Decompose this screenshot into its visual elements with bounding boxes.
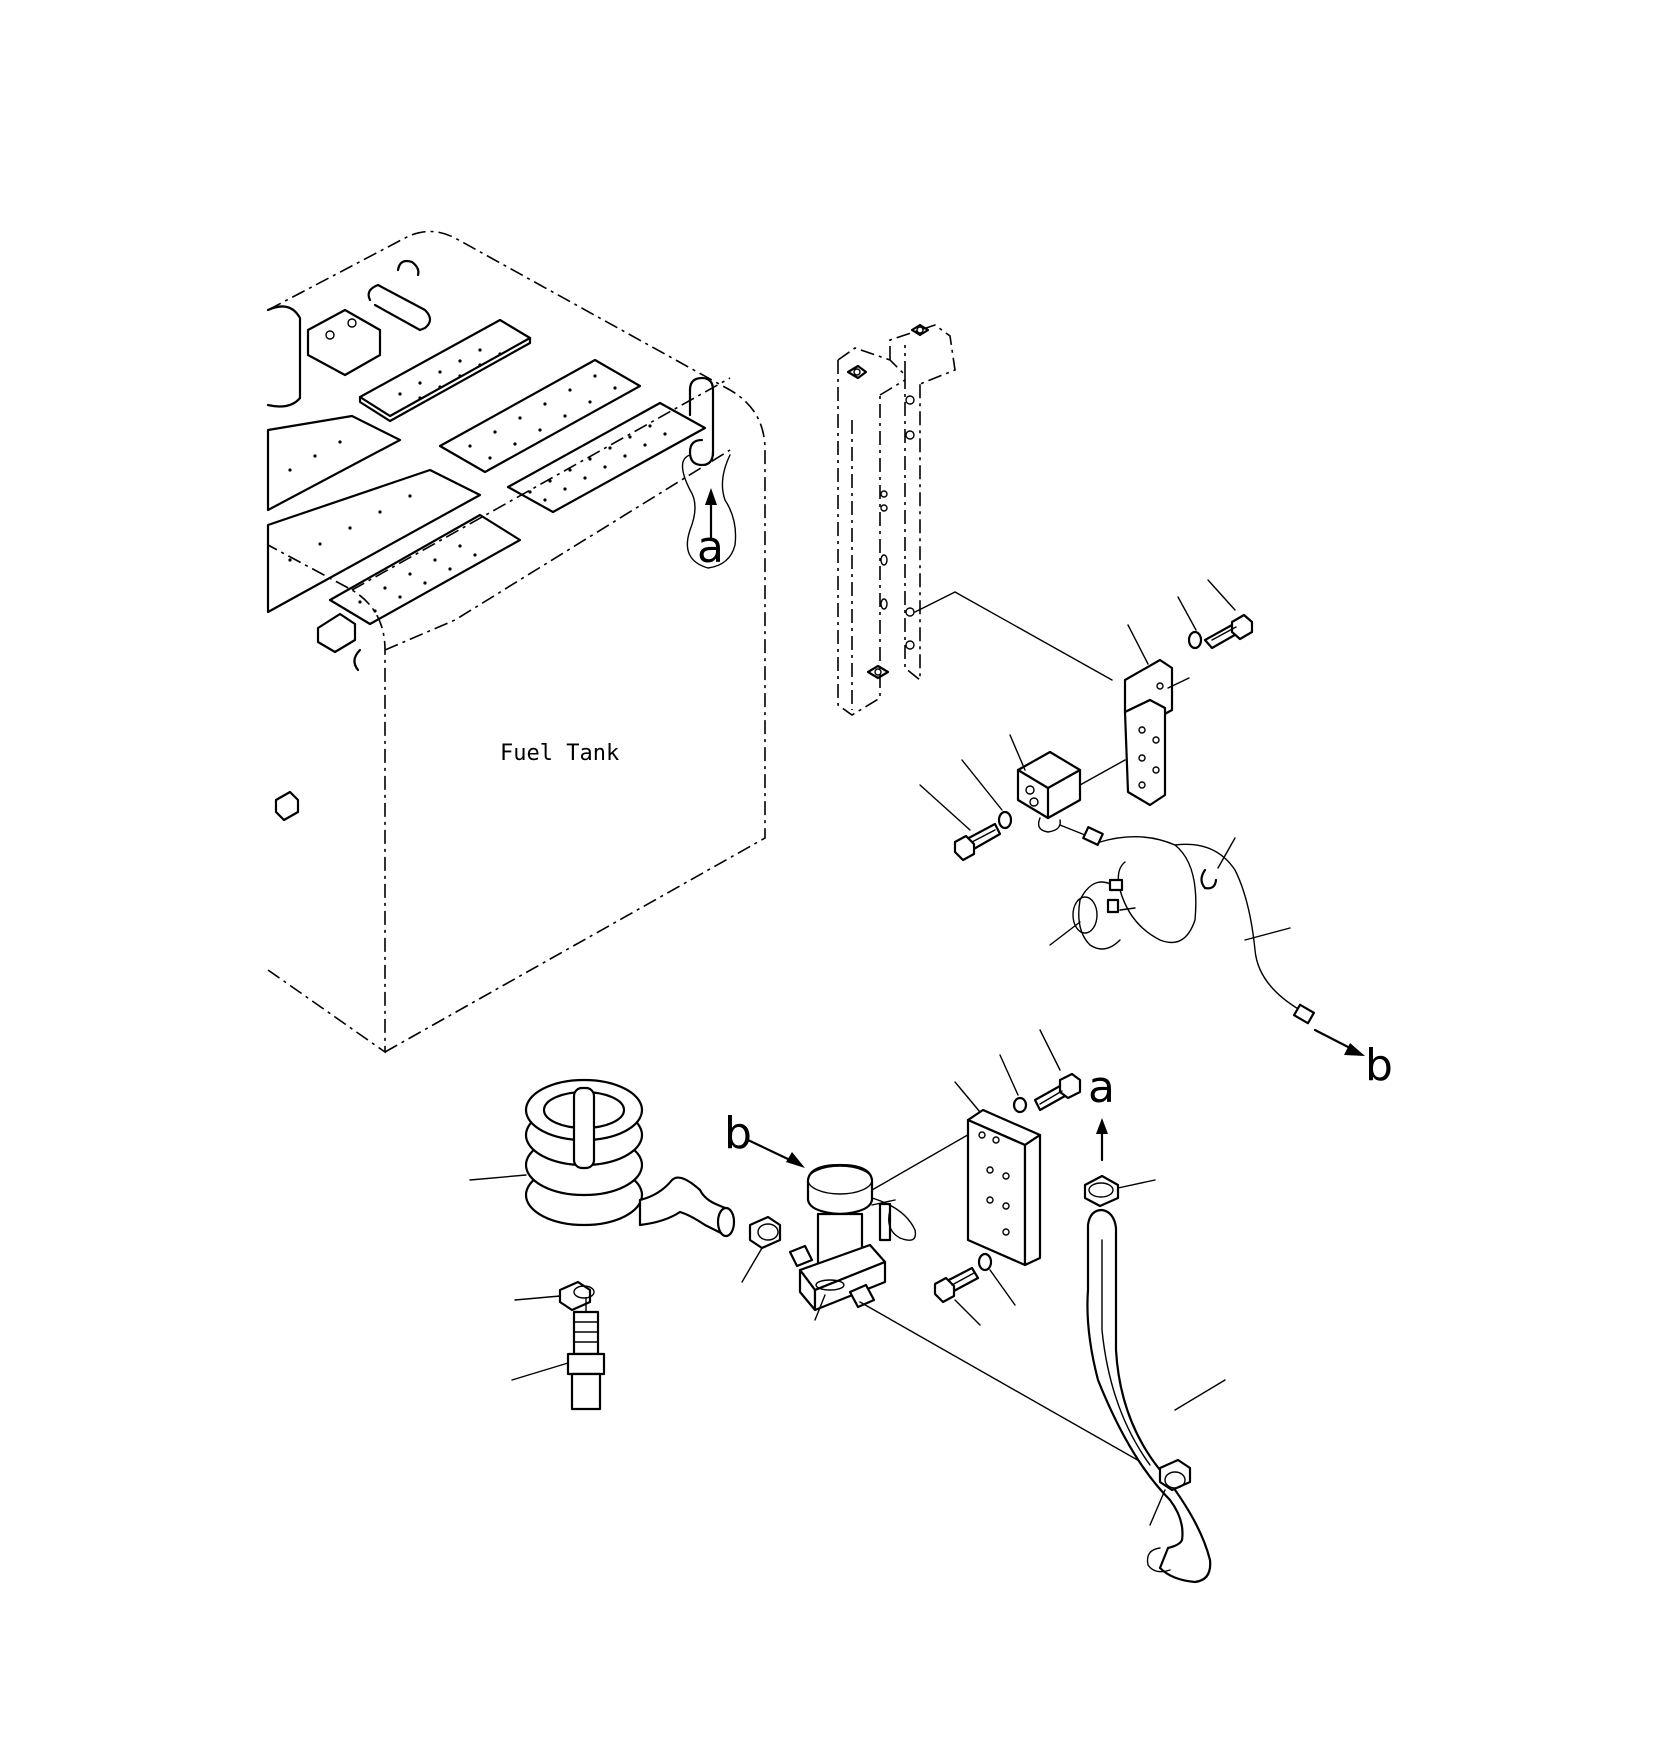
ref-b-pump: b bbox=[724, 1108, 752, 1159]
vertical-mounting-bracket bbox=[837, 323, 1113, 716]
ref-a-tank: a bbox=[697, 522, 724, 573]
fuel-tank-label: Fuel Tank bbox=[500, 741, 619, 766]
hose-clamp-upper bbox=[1083, 1174, 1156, 1208]
fuel-tank: a Fuel Tank bbox=[266, 230, 766, 1054]
hose-clamp-pump-inlet bbox=[741, 1215, 782, 1283]
relay-bracket bbox=[1123, 624, 1190, 807]
pump-bracket bbox=[954, 1081, 1042, 1267]
bolt-washer-relay bbox=[919, 759, 1013, 862]
fuel-cooling-coil bbox=[469, 1078, 736, 1238]
ref-b-harness: b bbox=[1365, 1040, 1393, 1091]
pipe-adapter bbox=[511, 1297, 606, 1411]
electric-fuel-pump: b bbox=[724, 1108, 1156, 1471]
return-hose: a bbox=[1083, 1062, 1226, 1584]
tank-top-plates bbox=[266, 318, 707, 626]
wiring-harness: b bbox=[1037, 817, 1393, 1091]
ref-a-hose: a bbox=[1088, 1062, 1115, 1113]
plate-rivets bbox=[288, 348, 667, 613]
hose-clamp-lower bbox=[1149, 1458, 1192, 1526]
bolt-washer-pump-upper bbox=[999, 1029, 1082, 1114]
bolt-washer-upper bbox=[1177, 579, 1254, 650]
hose-clamp-coil bbox=[514, 1280, 595, 1312]
bolt-washer-pump-lower bbox=[933, 1252, 1016, 1326]
relay bbox=[1009, 734, 1126, 820]
